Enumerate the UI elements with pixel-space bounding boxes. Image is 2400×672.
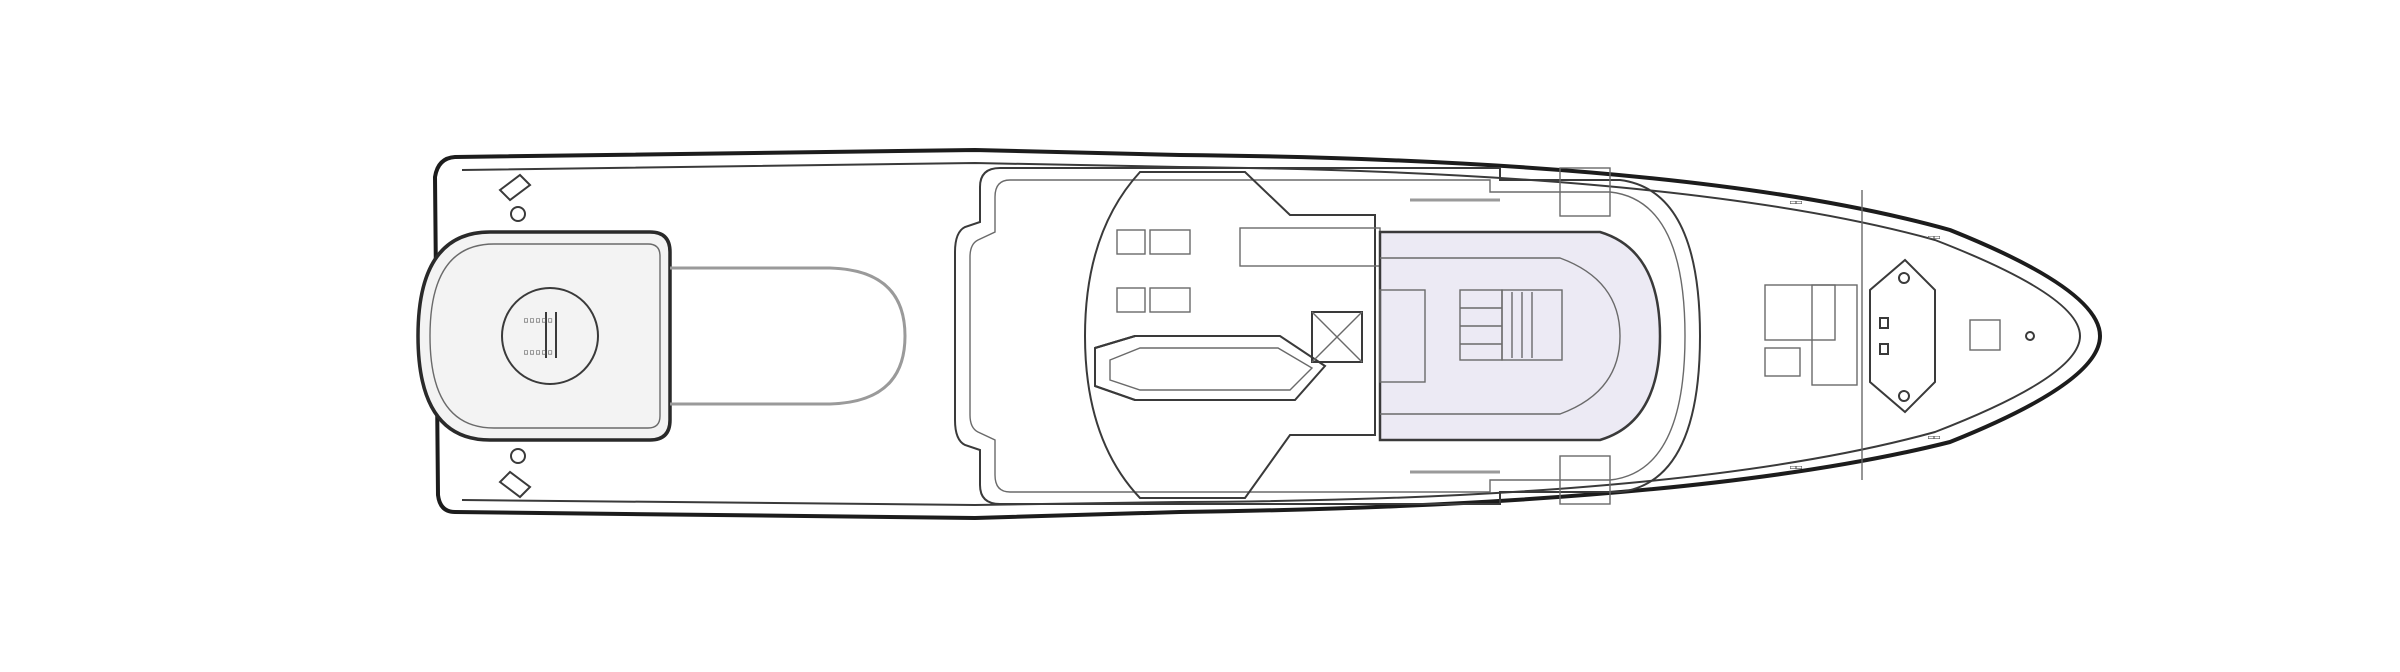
chain-stopper [1879,343,1889,355]
tender-bay [1083,171,1376,499]
bow-hatch [1969,319,2001,351]
tender-boat [1094,335,1136,401]
windlass-gypsy [1898,272,1910,284]
hull-inner-line [461,161,2082,507]
bow-fairlead [2025,331,2035,341]
jet-ski [1149,229,1191,255]
anchor-windlass-area [1869,258,1936,414]
helipad-marking [501,287,599,385]
windlass-gypsy [1898,390,1910,402]
lounge-table [1379,289,1426,383]
cleat-marking: ▭▭ [1928,432,1940,443]
helipad-symbols: ▫▫▫▫▫ [523,347,553,358]
aft-deck-oval [670,266,907,406]
cleat-marking: ▭▭ [1790,462,1802,473]
helipad-inner [429,243,661,429]
helipad-symbols: ▫▫▫▫▫ [523,315,553,326]
crane-hatch [1311,311,1363,363]
side-hatch [1559,167,1611,217]
stern-cleat-port [510,206,526,222]
jet-ski [1116,229,1146,255]
jet-ski [1149,287,1191,313]
stern-bollard-port [498,173,532,202]
forward-lounge [1378,230,1662,442]
foredeck-box [1764,347,1801,377]
tender-boat-inner [1109,347,1314,391]
cleat-marking: ▭▭ [1928,232,1940,243]
cleat-marking: ▭▭ [1790,197,1802,208]
superstructure-outline [954,167,1702,505]
jet-ski [1116,287,1146,313]
stern-cleat-starboard [510,448,526,464]
superstructure-inner [969,179,1686,493]
stern-bollard-starboard [498,470,532,499]
side-hatch [1559,455,1611,505]
foredeck-hatch [1764,284,1836,341]
lounge-daybed [1501,289,1563,361]
crane-hatch-cross [1311,311,1363,363]
forward-lounge-seat [1380,257,1621,415]
foredeck-locker [1811,284,1858,386]
helipad [416,230,672,442]
chain-stopper [1879,317,1889,329]
hull-outline [432,147,2103,521]
